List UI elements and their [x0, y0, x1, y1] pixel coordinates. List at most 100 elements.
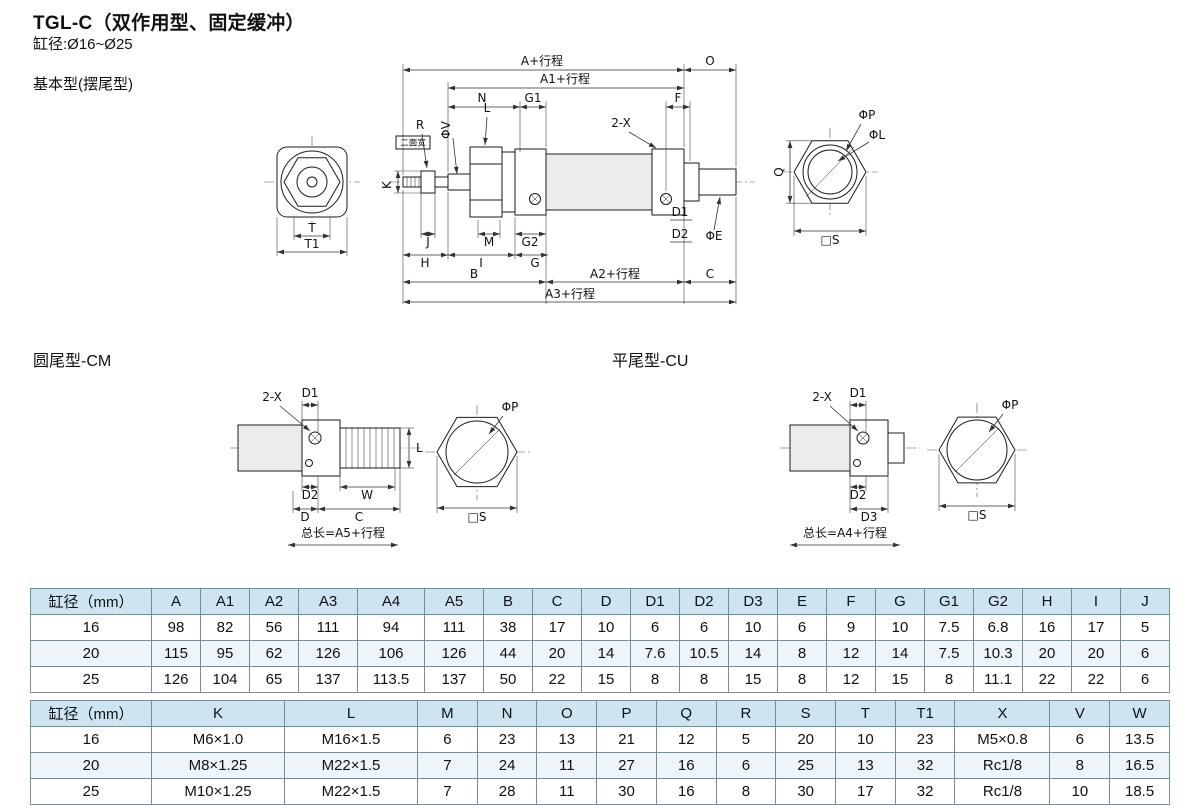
- table-cell: 6: [630, 614, 680, 641]
- table-cell: 44: [483, 640, 533, 667]
- table-cell: 32: [894, 752, 956, 779]
- table-cell: 13: [536, 726, 598, 753]
- port-circle: [856, 431, 870, 445]
- dim-label-f: F: [675, 91, 682, 105]
- column-header: E: [777, 588, 827, 615]
- table-cell: 126: [298, 640, 358, 667]
- table-cell: 8: [924, 666, 974, 693]
- table-cell: 10: [581, 614, 631, 641]
- table-cell: 113.5: [357, 666, 425, 693]
- dim-label-d3: D3: [861, 510, 878, 524]
- table-cell: 15: [875, 666, 925, 693]
- table-cell: 7: [417, 752, 478, 779]
- dim-label-square-s: □S: [468, 510, 487, 524]
- table-cell: 30: [775, 778, 837, 805]
- table-cell: 16: [30, 726, 152, 753]
- rod-nut: [420, 170, 436, 194]
- table-cell: 8: [1049, 752, 1111, 779]
- table-cell: 137: [298, 666, 358, 693]
- table-cell: 6: [1120, 640, 1170, 667]
- basic-type-drawing: T T1: [264, 53, 885, 305]
- table-cell: 111: [298, 614, 358, 641]
- table-cell: 7: [417, 778, 478, 805]
- table-cell: 6: [1120, 666, 1170, 693]
- table-cell: 9: [826, 614, 876, 641]
- table-cell: 13: [835, 752, 896, 779]
- dim-label-a1-stroke: A1+行程: [540, 71, 590, 86]
- end-view: ΦP ΦL Q □S: [772, 108, 885, 247]
- table-cell: 14: [581, 640, 631, 667]
- column-header: T: [835, 700, 896, 727]
- round-tail-drawing: 2-X D1 L D2 W D C 总长=A5+行程: [230, 386, 530, 548]
- dim-label-c: C: [706, 267, 714, 281]
- dim-label-a3-stroke: A3+行程: [545, 286, 595, 301]
- column-header: D3: [728, 588, 778, 615]
- rear-tail: [698, 168, 737, 196]
- dim-label-g: G: [530, 256, 539, 270]
- dim-label-l: L: [416, 441, 423, 455]
- dim-label-g1: G1: [525, 91, 542, 105]
- dim-label-m: M: [484, 235, 494, 249]
- table-cell: M22×1.5: [284, 778, 418, 805]
- table-cell: 6: [417, 726, 478, 753]
- table-cell: 126: [424, 640, 484, 667]
- table-cell: 17: [835, 778, 896, 805]
- table-cell: 16.5: [1109, 752, 1170, 779]
- table-cell: 12: [655, 726, 717, 753]
- dim-label-k: K: [380, 180, 394, 189]
- table-cell: 126: [151, 666, 201, 693]
- table-cell: 14: [875, 640, 925, 667]
- dim-label-b: B: [470, 267, 478, 281]
- column-header: H: [1022, 588, 1072, 615]
- column-header: C: [532, 588, 582, 615]
- table-cell: 23: [476, 726, 538, 753]
- dim-label-d1: D1: [302, 386, 319, 400]
- table-cell: 137: [424, 666, 484, 693]
- table-cell: 8: [630, 666, 680, 693]
- port-circle: [529, 193, 541, 205]
- column-header: M: [417, 700, 478, 727]
- table-cell: 20: [30, 640, 152, 667]
- table-cell: 23: [894, 726, 956, 753]
- table-cell: 7.5: [924, 614, 974, 641]
- table-cell: 106: [357, 640, 425, 667]
- column-header: W: [1109, 700, 1170, 727]
- dim-label-q: Q: [772, 167, 786, 176]
- piston-rod: [447, 173, 471, 191]
- dim-label-a2-stroke: A2+行程: [590, 266, 640, 281]
- table-cell: 20: [775, 726, 837, 753]
- cu-end-view: ΦP □S: [927, 398, 1027, 522]
- column-header: G: [875, 588, 925, 615]
- table-cell: 22: [1022, 666, 1072, 693]
- column-header: J: [1120, 588, 1170, 615]
- page-title: TGL-C（双作用型、固定缓冲）: [33, 13, 305, 34]
- mounting-nut: [469, 146, 503, 218]
- dim-label-square-s: □S: [968, 508, 987, 522]
- column-header: T1: [894, 700, 956, 727]
- port-count-label: 2-X: [262, 390, 282, 404]
- table-cell: 7.5: [924, 640, 974, 667]
- dim-label-d2: D2: [850, 488, 867, 502]
- column-header: F: [826, 588, 876, 615]
- total-length-label: 总长=A4+行程: [803, 525, 887, 540]
- dim-label-d1: D1: [850, 386, 867, 400]
- table-cell: 15: [581, 666, 631, 693]
- port-circle: [660, 193, 672, 205]
- table-cell: 95: [200, 640, 250, 667]
- table-cell: 6: [679, 614, 729, 641]
- dim-label-d1: D1: [672, 205, 689, 219]
- column-header: A2: [249, 588, 299, 615]
- table-cell: M8×1.25: [151, 752, 285, 779]
- cu-side-view: 2-X D1 D2 D3 总长=A4+行程: [780, 386, 920, 548]
- screw-circle: [853, 459, 861, 467]
- column-header: A4: [357, 588, 425, 615]
- rear-cap: [301, 419, 341, 477]
- table-cell: 20: [1071, 640, 1121, 667]
- table-cell: 25: [30, 666, 152, 693]
- table-cell: 8: [777, 666, 827, 693]
